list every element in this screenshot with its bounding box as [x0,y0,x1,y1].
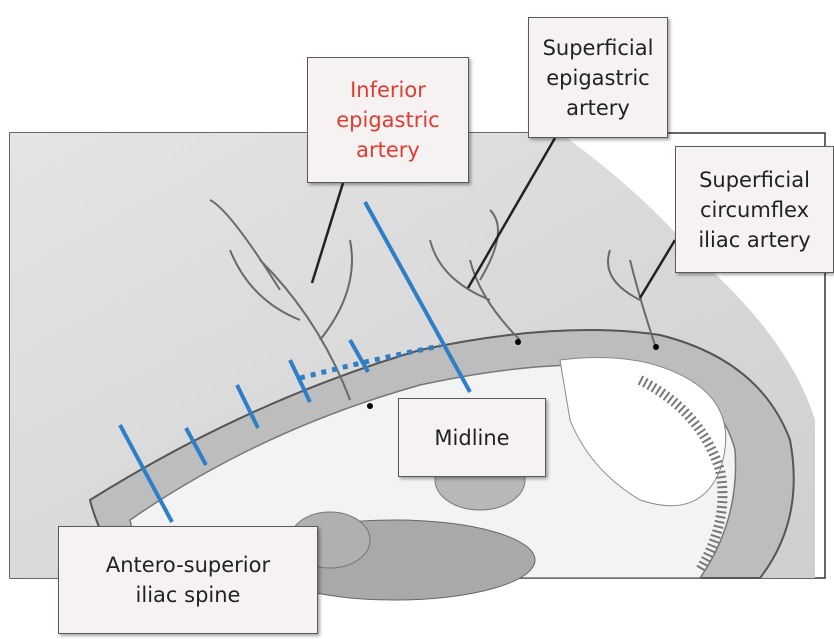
label-line: Midline [399,423,545,453]
label-midline: Midline [398,398,546,477]
label-line: Superficial [676,165,833,195]
label-inferior-epigastric-artery: Inferior epigastric artery [307,57,469,183]
label-line: epigastric [529,63,667,93]
label-line: artery [308,135,468,165]
label-line: artery [529,93,667,123]
label-line: Antero-superior [59,550,317,580]
label-line: Superficial [529,33,667,63]
label-superficial-epigastric-artery: Superficial epigastric artery [528,17,668,138]
landmark-dot [653,344,659,350]
label-line: iliac artery [676,225,833,255]
label-line: epigastric [308,105,468,135]
label-superficial-circumflex-iliac-artery: Superficial circumflex iliac artery [675,146,834,273]
label-line: circumflex [676,195,833,225]
landmark-dot [367,403,373,409]
landmark-dot [515,339,521,345]
label-antero-superior-iliac-spine: Antero-superior iliac spine [58,526,318,634]
label-line: Inferior [308,75,468,105]
label-line: iliac spine [59,580,317,610]
